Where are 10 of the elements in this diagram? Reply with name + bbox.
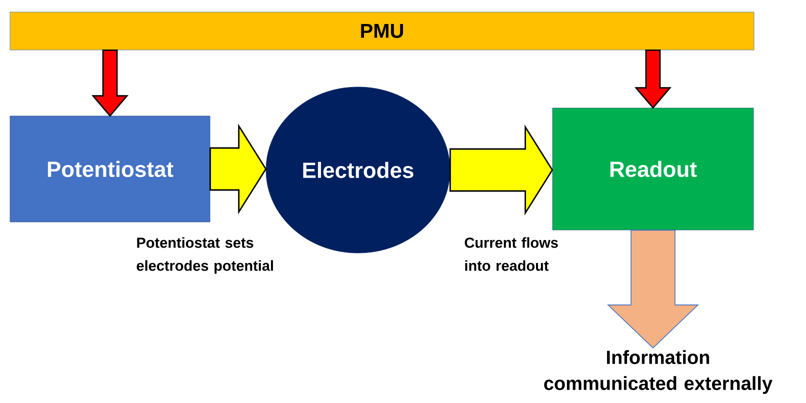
block-arrow [92,50,129,117]
block-arrow [634,50,672,109]
banner-bar: PMU [10,12,754,50]
block-arrow [210,124,267,214]
edge-label: Current flows into readout [464,237,558,271]
process-box: Readout [552,108,754,230]
output-text: Information communicated externally [544,350,772,394]
process-box: Potentiostat [10,116,210,222]
block-arrow [607,230,699,348]
block-arrow [450,124,554,216]
